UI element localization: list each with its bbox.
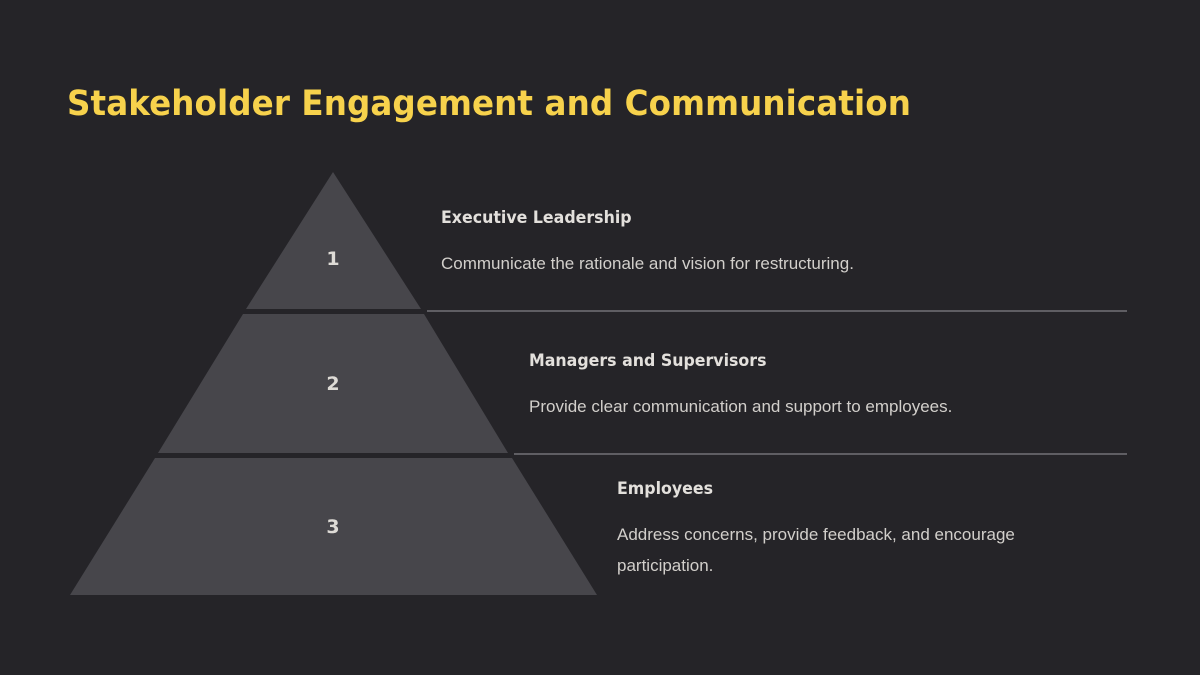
pyramid-tier-1 (246, 172, 421, 309)
tier-3-description-block: Employees Address concerns, provide feed… (617, 479, 1117, 581)
tier-2-divider (514, 453, 1127, 455)
tier-2-description-block: Managers and Supervisors Provide clear c… (529, 351, 952, 422)
pyramid-tier-3 (70, 458, 597, 595)
tier-1-description-block: Executive Leadership Communicate the rat… (441, 208, 854, 279)
tier-2-heading: Managers and Supervisors (529, 351, 767, 371)
tier-3-description: Address concerns, provide feedback, and … (617, 525, 1015, 575)
tier-3-heading: Employees (617, 479, 714, 499)
tier-1-number: 1 (326, 248, 340, 270)
tier-1-heading: Executive Leadership (441, 208, 632, 228)
tier-3-number: 3 (326, 516, 340, 538)
tier-2-description: Provide clear communication and support … (529, 397, 953, 416)
tier-1-description: Communicate the rationale and vision for… (441, 254, 854, 273)
tier-1-divider (427, 310, 1127, 312)
tier-2-number: 2 (326, 373, 340, 395)
pyramid-tier-2 (158, 314, 508, 453)
slide-title: Stakeholder Engagement and Communication (67, 84, 911, 124)
